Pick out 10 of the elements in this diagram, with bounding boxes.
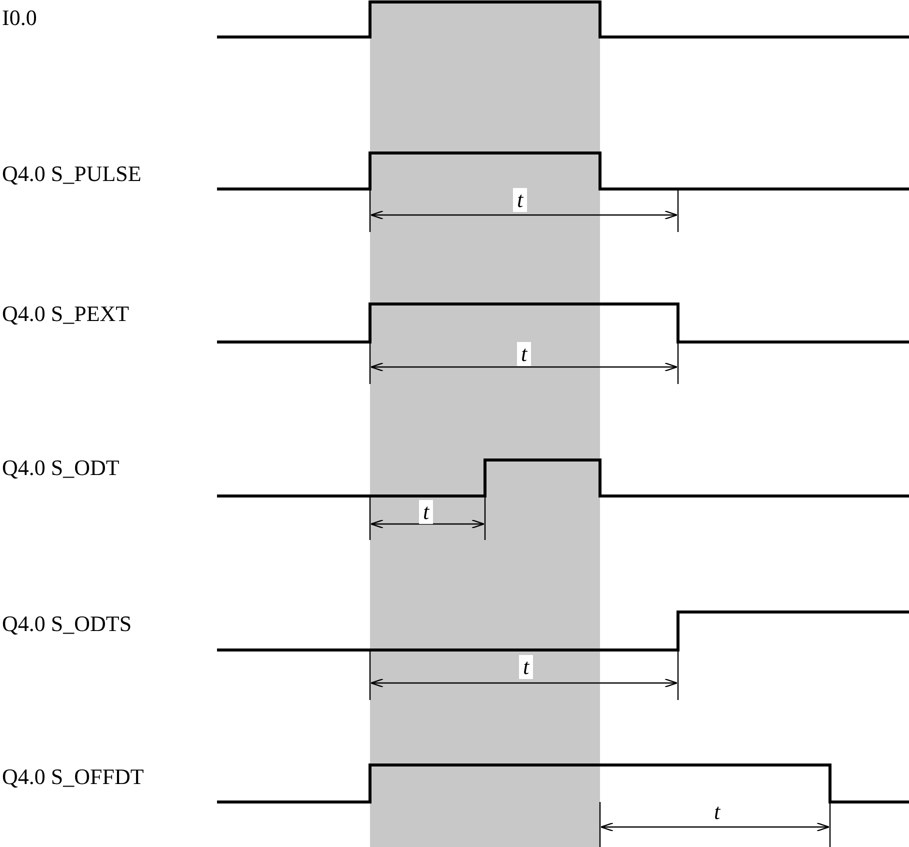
time-label: t — [419, 500, 434, 524]
signal-name: Q4.0 S_ODTS — [2, 612, 132, 636]
signal-name: Q4.0 S_OFFDT — [2, 765, 144, 789]
time-label: t — [513, 188, 528, 212]
signal-name: I0.0 — [2, 6, 37, 30]
time-label: t — [517, 342, 532, 366]
time-label: t — [519, 655, 534, 679]
signal-name: Q4.0 S_PEXT — [2, 302, 130, 326]
signal-name: Q4.0 S_ODT — [2, 456, 120, 480]
signal-name: Q4.0 S_PULSE — [2, 162, 142, 186]
